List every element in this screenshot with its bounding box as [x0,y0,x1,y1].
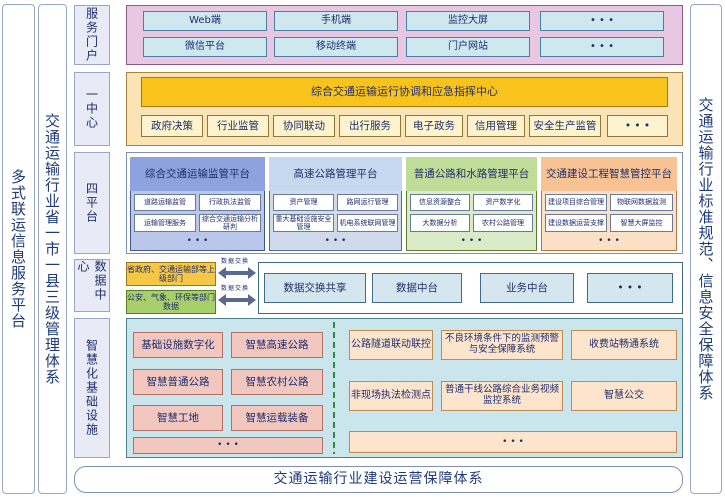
footer-bar: 交通运输行业建设运营保障体系 [74,466,683,493]
data-middle-platform: 数据中台 [372,273,462,303]
platform-2-more: • • • [324,235,347,246]
platform-4-cell-4: 智慧大屏监控 [610,214,673,232]
layer-label-portal: 服务门户 [74,5,110,65]
platform-2-cell-3: 重大基础设施安全管理 [273,214,334,232]
data-exchange-label-1: 数据交换 [220,257,249,265]
infra-digitalization: 基础设施数字化 [133,332,223,358]
platform-3-cell-2: 资产数字化 [473,194,533,211]
infra-divider [333,322,335,454]
platform-2-cell-2: 路网运行管理 [337,194,398,211]
double-arrow-icon [218,267,256,306]
platform-3-cell-1: 信息资源整合 [410,194,470,211]
platform-3-title: 普通公路和水路管理平台 [406,157,537,191]
platform-3-cell-3: 大数据分析 [410,214,470,232]
infra-tunnel-linkage: 公路隧道联动联控 [349,330,433,360]
layer-label-infra: 智慧化基础设施 [74,318,110,458]
platform-1-cell-4: 综合交通运输分析研判 [199,214,261,232]
portal-item-mobile: 手机端 [274,11,398,31]
data-center-more: • • • [587,273,673,303]
platform-1-title: 综合交通运输监管平台 [130,157,265,191]
platform-4-cell-3: 建设数据运营支撑 [545,214,607,232]
infra-adverse-weather-warning: 不良环境条件下的监测预警与安全保障系统 [441,330,563,360]
multimodal-platform-sidebar: 多式联运信息服务平台 [2,4,35,494]
management-system-sidebar: 交通运输行业省一市一县三级管理体系 [38,4,67,494]
infra-offsite-enforcement: 非现场执法检测点 [349,381,433,411]
infra-right-more: • • • [349,431,677,453]
center-item-safety-supervision: 安全生产监管 [529,115,601,137]
portal-item-web: Web端 [143,11,267,31]
infra-smart-rural-road: 智慧农村公路 [231,369,323,395]
infra-smart-construction-site: 智慧工地 [133,405,223,431]
source-upper-departments: 省政府、交通运输部等上级部门 [126,262,216,286]
portal-item-mobile-terminal: 移动终端 [274,37,398,57]
management-system-label: 交通运输行业省一市一县三级管理体系 [43,113,61,385]
platform-1-cell-1: 道路运输监管 [134,194,196,211]
center-item-credit-management: 信用管理 [467,115,525,137]
platform-1-more: • • • [186,235,209,246]
data-exchange-sharing: 数据交换共享 [264,273,366,303]
center-item-more: • • • [607,115,668,137]
platform-4-title: 交通建设工程智慧管控平台 [541,157,677,191]
center-item-government-decision: 政府决策 [141,115,203,137]
infra-left-more: • • • [133,437,323,454]
footer-label: 交通运输行业建设运营保障体系 [273,471,484,488]
infra-toll-station-system: 收费站畅通系统 [571,330,677,360]
command-center-title: 综合交通运输运行协调和应急指挥中心 [141,77,668,107]
platform-3-cell-4: 农村公路管理 [473,214,533,232]
platform-1-cell-2: 行政执法监管 [199,194,261,211]
center-item-industry-supervision: 行业监管 [207,115,269,137]
standards-security-sidebar: 交通运输行业标准规范、信息安全保障体系 [690,4,722,494]
platform-4-cell-1: 建设项目综合管理 [545,194,607,211]
infra-smart-expressway: 智慧高速公路 [231,332,323,358]
infra-smart-vehicle-equipment: 智慧运载装备 [231,405,323,431]
layer-label-platforms: 四平台 [74,152,110,254]
center-item-coordination: 协同联动 [273,115,335,137]
portal-item-more-2: • • • [540,37,664,57]
portal-item-wechat: 微信平台 [143,37,267,57]
data-exchange-label-2: 数据交换 [220,284,249,292]
portal-item-more: • • • [540,11,664,31]
layer-label-center: 一中心 [74,72,110,146]
source-other-departments: 公安、气象、环保等部门数据 [126,290,216,314]
center-item-travel-service: 出行服务 [339,115,401,137]
center-item-e-government: 电子政务 [405,115,463,137]
infra-video-monitoring: 普通干线公路综合业务视频监控系统 [441,381,563,411]
platform-4-cell-2: 物联网数据监测 [610,194,673,211]
layer-label-data-center: 数据中心 [74,259,110,312]
platform-2-cell-4: 机电系统联网管理 [337,214,398,232]
multimodal-platform-label: 多式联运信息服务平台 [9,169,27,329]
infra-smart-bus: 智慧公交 [571,381,677,411]
platform-3-more: • • • [460,235,483,246]
data-exchange-arrows [218,267,256,306]
business-middle-platform: 业务中台 [480,273,574,303]
platform-2-title: 高速公路管理平台 [269,157,402,191]
platform-4-more: • • • [598,235,620,246]
portal-item-portal-site: 门户网站 [406,37,530,57]
standards-security-label: 交通运输行业标准规范、信息安全保障体系 [696,97,715,401]
infra-smart-ordinary-road: 智慧普通公路 [133,369,223,395]
platform-1-cell-3: 运输管理服务 [134,214,196,232]
platform-2-cell-1: 资产管理 [273,194,334,211]
portal-item-monitor-screen: 监控大屏 [406,11,530,31]
